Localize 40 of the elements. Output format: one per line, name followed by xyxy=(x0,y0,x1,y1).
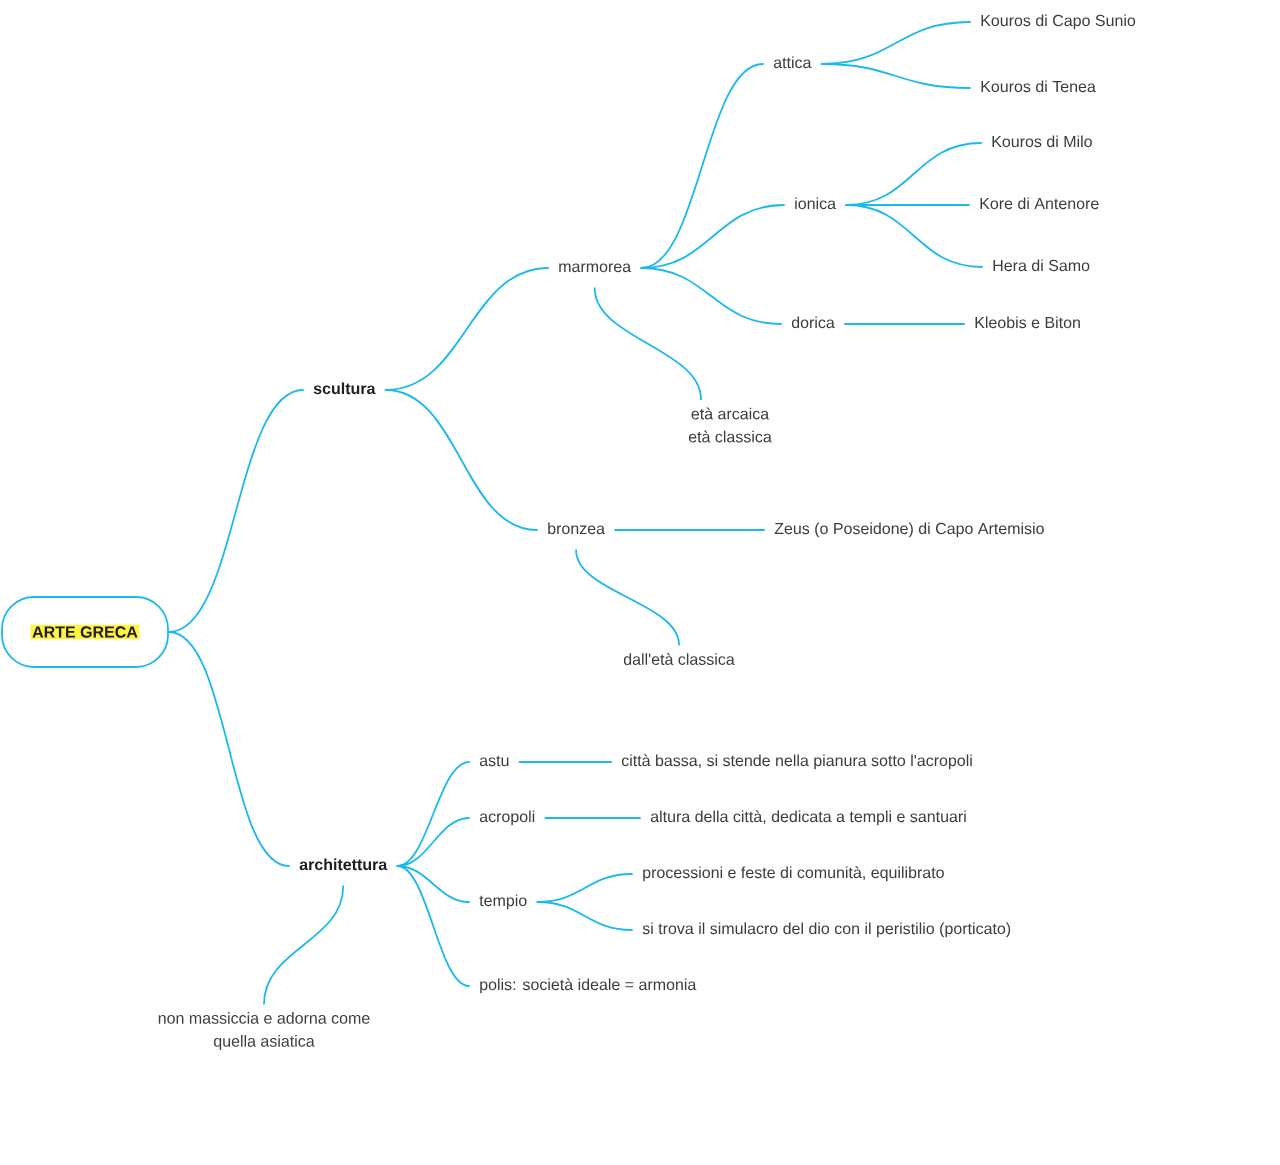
node-label: Kleobis e Biton xyxy=(975,316,1080,329)
node-label: dall'età classica xyxy=(623,653,735,665)
node-label: Kouros di Milo xyxy=(992,135,1092,148)
node-label: altura della città, dedicata a templi e santuari xyxy=(650,810,966,826)
branch-line xyxy=(544,817,641,819)
node-label: Kore di Antenore xyxy=(980,197,1099,210)
node-label: attica xyxy=(773,56,812,69)
node-label: tempio xyxy=(479,894,527,910)
branch-label: scultura xyxy=(313,382,376,395)
node-label: Kouros di Tenea xyxy=(981,80,1096,93)
branch-line xyxy=(845,204,983,268)
branch-line xyxy=(575,549,680,646)
node-label: processioni e feste di comunità, equilibrato xyxy=(643,866,944,882)
branch-line xyxy=(536,901,633,931)
node-label: Zeus (o Poseidone) di Capo Artemisio xyxy=(774,522,1044,538)
branch-line xyxy=(168,631,290,867)
node-label: marmorea xyxy=(559,263,632,273)
node-label: Kouros di Capo Sunio xyxy=(981,14,1136,30)
branch-line xyxy=(614,529,765,531)
node-label: ionica xyxy=(795,197,836,210)
node-label: bronzea xyxy=(548,522,605,535)
node-label: polis: società ideale = armonia xyxy=(480,978,697,994)
node-label: si trova il simulacro del dio con il peristilio (porticato) xyxy=(642,922,1011,938)
branch-label: architettura xyxy=(299,858,388,871)
node-label: acropoli xyxy=(479,810,535,826)
branch-line xyxy=(593,287,702,401)
node-label: non massiccia e adorna come quella asiatica xyxy=(158,1012,370,1050)
branch-line xyxy=(820,63,971,89)
central-topic-box: ARTE GRECA xyxy=(1,596,169,668)
node-label: età arcaica età classica xyxy=(688,407,772,443)
branch-line xyxy=(384,389,538,531)
node-label: città bassa, si stende nella pianura sotto l'acropoli xyxy=(621,754,972,770)
branch-line xyxy=(640,267,782,325)
branch-line xyxy=(396,865,470,987)
node-label: Hera di Samo xyxy=(993,259,1090,272)
branch-line xyxy=(263,885,345,1005)
node-label: dorica xyxy=(791,316,835,329)
branch-line xyxy=(844,323,965,325)
node-label: astu xyxy=(479,755,509,767)
branch-line xyxy=(518,761,612,763)
